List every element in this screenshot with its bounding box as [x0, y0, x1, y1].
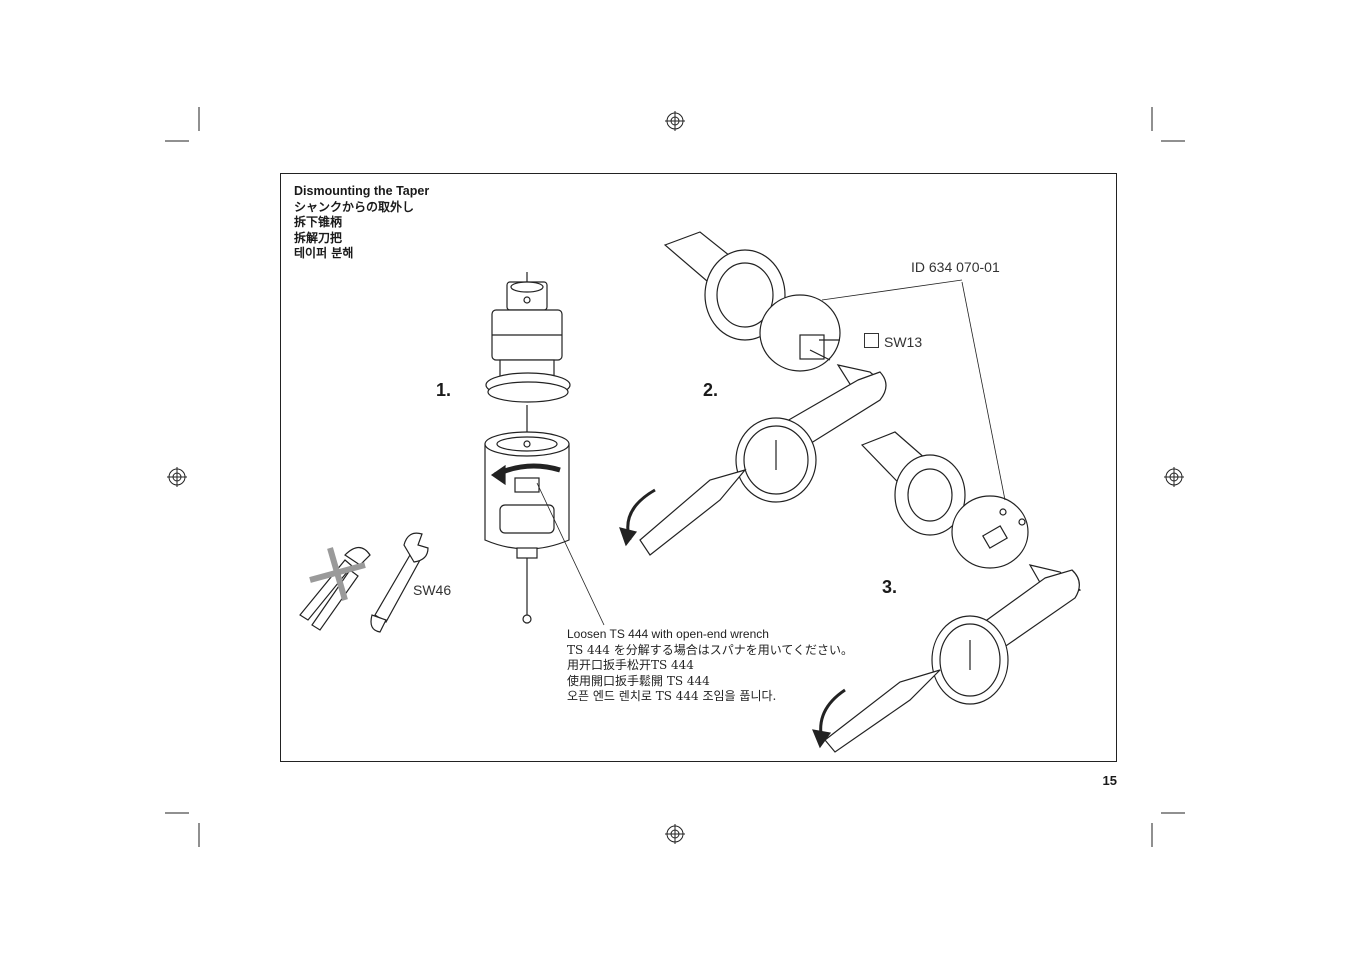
caption-english: Loosen TS 444 with open-end wrench	[567, 627, 769, 641]
open-end-wrench-icon	[370, 532, 429, 633]
instruction-caption: Loosen TS 444 with open-end wrench TS 44…	[567, 627, 853, 705]
registration-mark-left	[167, 467, 187, 487]
figure-frame	[280, 173, 1117, 762]
caption-chinese-traditional: 使用開口扳手鬆開 TS 444	[567, 673, 710, 688]
leader-lines	[536, 279, 1006, 626]
heading-english: Dismounting the Taper	[294, 184, 430, 198]
page-number: 15	[1102, 773, 1117, 788]
caption-chinese-simplified: 用开口扳手松开TS 444	[567, 658, 694, 672]
section-heading: Dismounting the Taper シャンクからの取外し 拆下锥柄 拆解…	[294, 184, 429, 262]
caption-korean: 오픈 엔드 렌치로 TS 444 조임을 풉니다.	[567, 689, 777, 703]
step3-assembly-drawing	[812, 431, 1082, 753]
crop-marks	[165, 107, 1185, 847]
caption-japanese: TS 444 を分解する場合はスパナを用いてください。	[567, 642, 854, 657]
probe-body-drawing	[484, 431, 570, 624]
crossed-out-pliers-icon	[299, 546, 371, 631]
heading-chinese-simplified: 拆下锥柄	[294, 215, 343, 229]
heading-japanese: シャンクからの取外し	[294, 199, 415, 214]
sw13-callout: SW13	[884, 334, 923, 350]
registration-mark-top	[665, 111, 685, 131]
step-2-label: 2.	[703, 380, 719, 400]
registration-mark-right	[1164, 467, 1184, 487]
step-1-label: 1.	[436, 380, 452, 400]
square-drive-icon	[864, 333, 879, 348]
tool-id-callout: ID 634 070-01	[911, 259, 1000, 275]
registration-mark-bottom	[665, 824, 685, 844]
taper-shank-drawing	[485, 272, 571, 432]
sw46-callout: SW46	[413, 582, 452, 598]
step-3-label: 3.	[882, 577, 898, 597]
step2-assembly-drawing	[619, 231, 887, 556]
heading-chinese-traditional: 拆解刀把	[294, 230, 343, 245]
heading-korean: 테이퍼 분해	[294, 246, 354, 260]
